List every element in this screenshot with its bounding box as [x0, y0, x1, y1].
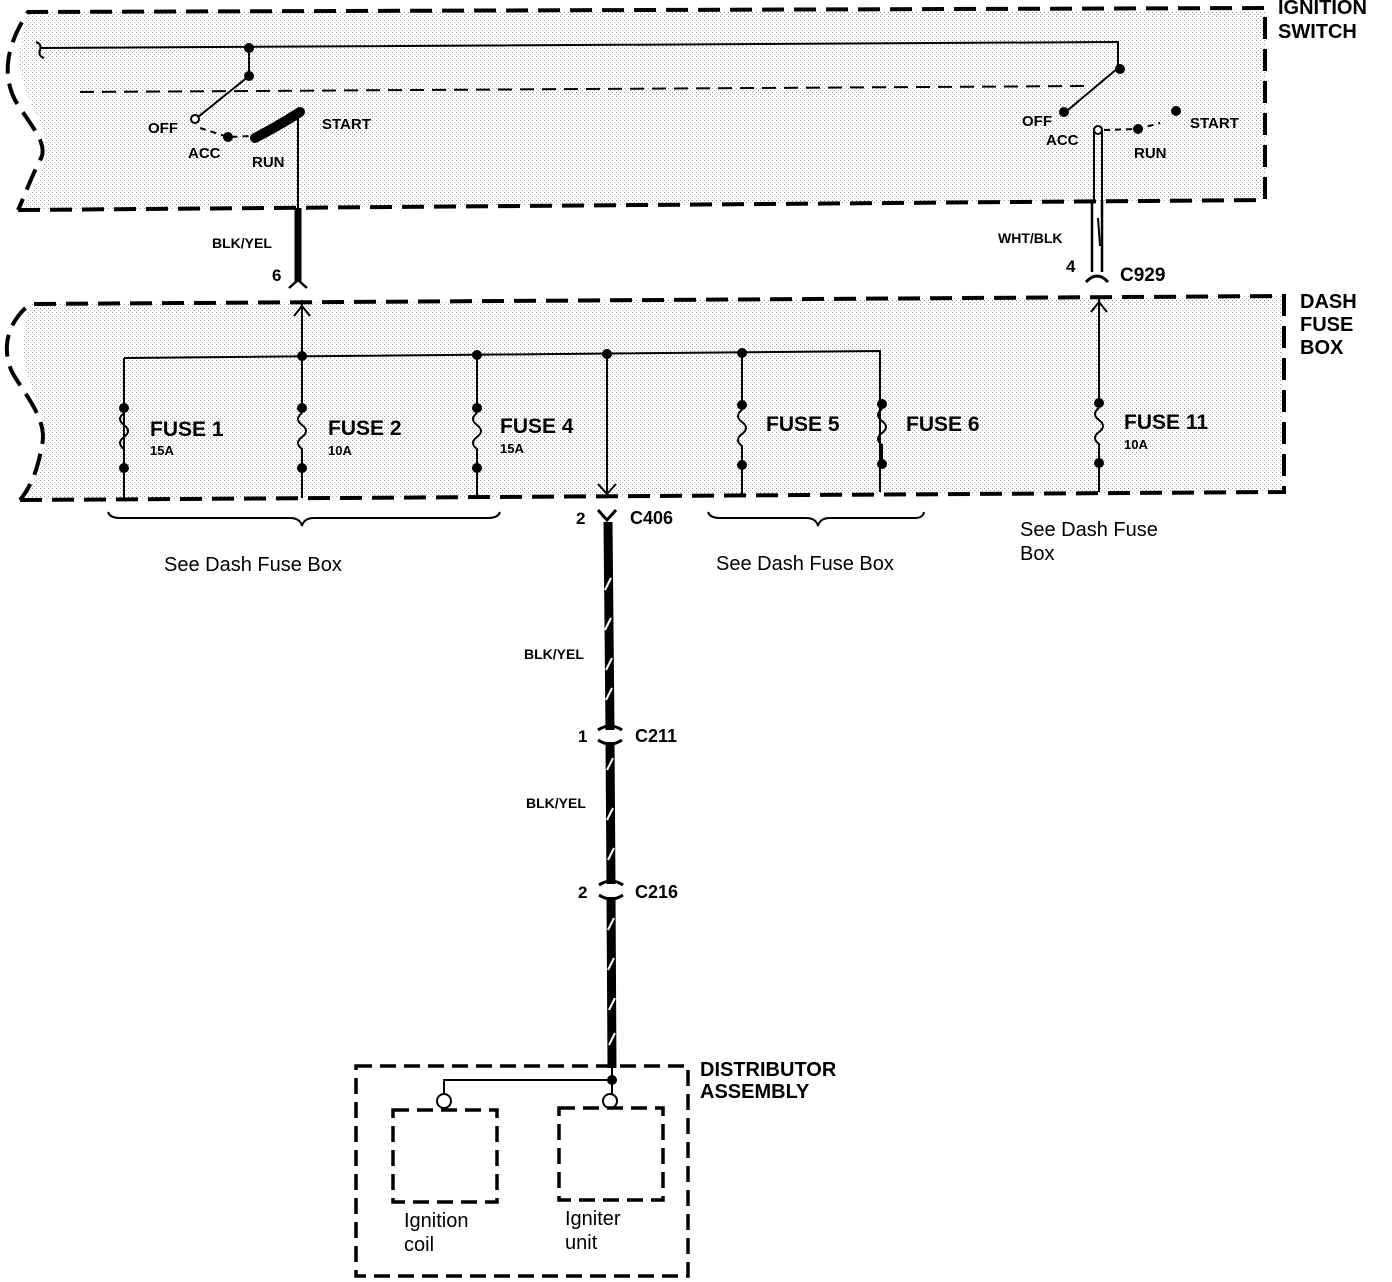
fuse-11-rating: 10A: [1124, 437, 1148, 452]
switch-pivot-right: [1115, 64, 1125, 74]
wire-label-wht-blk: WHT/BLK: [998, 230, 1063, 246]
fuse-1-name: FUSE 1: [150, 418, 224, 441]
left-acc-label: ACC: [188, 145, 221, 162]
internal-bus-top: [39, 40, 1119, 68]
fuse-6: FUSE 6: [877, 399, 980, 469]
wire-wht-blk-stripe: [1097, 217, 1101, 247]
contact-acc-left: [223, 132, 233, 142]
left-run-label: RUN: [252, 154, 285, 171]
ignition-switch-border: [5, 5, 1267, 212]
ignition-coil-label-1: Ignition: [404, 1210, 469, 1232]
wire-stripe-3: [607, 917, 616, 1046]
bus-junction-fuse2: [297, 351, 307, 361]
ignition-switch-fill: [18, 12, 1265, 210]
distributor-title-2: ASSEMBLY: [700, 1081, 810, 1103]
switch-right-arm: [1067, 67, 1119, 111]
right-switch-output: [1093, 130, 1103, 200]
see-dash-fuse-box-left: See Dash Fuse Box: [164, 554, 342, 576]
c211-pin: 1: [578, 727, 587, 746]
left-start-label: START: [322, 116, 371, 133]
coil-terminal: [436, 1093, 452, 1109]
contact-link-left: [199, 127, 251, 139]
right-start-label: START: [1190, 115, 1239, 132]
run-start-bar-left: [250, 107, 305, 143]
ignition-switch-title-1: IGNITION: [1278, 0, 1367, 19]
hook-symbol: [35, 41, 45, 59]
wire-label-blk-yel-low: BLK/YEL: [526, 795, 586, 811]
wire-stripe-1: [604, 577, 613, 701]
contact-off-left: [190, 114, 200, 124]
junction-dot: [244, 43, 254, 53]
fuse-6-name: FUSE 6: [906, 413, 980, 436]
igniter-terminal: [602, 1093, 618, 1109]
c211-name: C211: [635, 726, 677, 746]
dash-fuse-box-title-3: BOX: [1300, 337, 1344, 359]
fuse-11: FUSE 11 10A: [1090, 296, 1208, 492]
pin-6-label: 6: [272, 266, 281, 285]
wire-label-blk-yel-top: BLK/YEL: [212, 235, 272, 251]
see-dash-fuse-box-right-2: Box: [1020, 543, 1054, 565]
main-harness: 2 C406 BLK/YEL 1 C211 BLK/YEL 2 C216: [524, 508, 678, 1069]
contact-acc-right: [1093, 125, 1103, 135]
igniter-unit-label-2: unit: [565, 1232, 598, 1254]
fuse-11-name: FUSE 11: [1124, 411, 1208, 434]
wire-wht-blk: [1090, 200, 1104, 272]
fuse-2-rating: 10A: [328, 443, 352, 458]
connector-c929: [1084, 274, 1110, 284]
ignition-switch: IGNITION SWITCH OFF ACC RUN START OFF AC…: [5, 0, 1367, 212]
wire-stripe-2: [606, 757, 615, 861]
see-dash-fuse-box-mid: See Dash Fuse Box: [716, 553, 894, 575]
internal-bus-dashed: [79, 85, 1093, 93]
see-dash-fuse-box-right-1: See Dash Fuse: [1020, 519, 1158, 541]
connector-c406: [596, 508, 618, 523]
feed-arrow: [293, 304, 311, 317]
contact-link-right: [1103, 122, 1161, 131]
wire-label-blk-yel-mid: BLK/YEL: [524, 646, 584, 662]
switch-pivot-left: [244, 71, 254, 81]
fuse-5-name: FUSE 5: [766, 413, 840, 436]
drop-arrow: [597, 483, 617, 496]
switch-to-fusebox-wires: BLK/YEL 6 WHT/BLK 4 C929: [212, 200, 1165, 289]
dash-fuse-box-title-2: FUSE: [1300, 314, 1353, 336]
c216-pin: 2: [578, 883, 587, 902]
c406-name: C406: [630, 508, 673, 528]
distributor-border: [354, 1064, 690, 1278]
igniter-unit-label-1: Igniter: [565, 1208, 621, 1230]
ignition-coil-label-2: coil: [404, 1234, 434, 1256]
fuse-1-rating: 15A: [150, 443, 174, 458]
right-acc-label: ACC: [1046, 132, 1079, 149]
brace-mid: [707, 511, 925, 527]
fuse-2-name: FUSE 2: [328, 417, 402, 440]
dash-fuse-box-title-1: DASH: [1300, 291, 1357, 313]
connector-pin-6: [288, 278, 308, 289]
dash-fuse-box: DASH FUSE BOX FUSE 1 15A FUSE 2: [4, 291, 1357, 576]
ignition-coil-box: [391, 1108, 499, 1204]
contact-off-right: [1059, 107, 1069, 117]
fuse-1: FUSE 1 15A: [119, 403, 224, 498]
dash-fuse-box-border: [4, 293, 1286, 502]
distributor-internal-wiring: [443, 1066, 613, 1094]
right-off-label: OFF: [1022, 113, 1052, 130]
distributor-junction: [607, 1075, 617, 1085]
wire-blk-yel-c406-c211: [603, 521, 615, 731]
fuse-5: FUSE 5: [737, 353, 840, 494]
c406-pin: 2: [576, 509, 585, 528]
fuse-4: FUSE 4 15A: [472, 355, 574, 496]
fuse-2: FUSE 2 10A: [297, 358, 402, 498]
dash-fuse-box-fill: [20, 296, 1284, 500]
pin-4-label: 4: [1066, 257, 1076, 276]
distributor-title-1: DISTRIBUTOR: [700, 1059, 837, 1081]
c216-name: C216: [635, 882, 678, 902]
contact-start-right: [1171, 106, 1181, 116]
distributor-assembly: DISTRIBUTOR ASSEMBLY Ignition coil Ignit…: [354, 1059, 837, 1278]
brace-left: [107, 511, 501, 527]
left-off-label: OFF: [148, 120, 178, 137]
ignition-switch-title-2: SWITCH: [1278, 21, 1357, 43]
right-run-label: RUN: [1134, 145, 1167, 162]
fuse-4-rating: 15A: [500, 441, 524, 456]
igniter-unit-box: [557, 1106, 665, 1202]
fuse-4-name: FUSE 4: [500, 415, 574, 438]
c929-label: C929: [1120, 265, 1165, 286]
